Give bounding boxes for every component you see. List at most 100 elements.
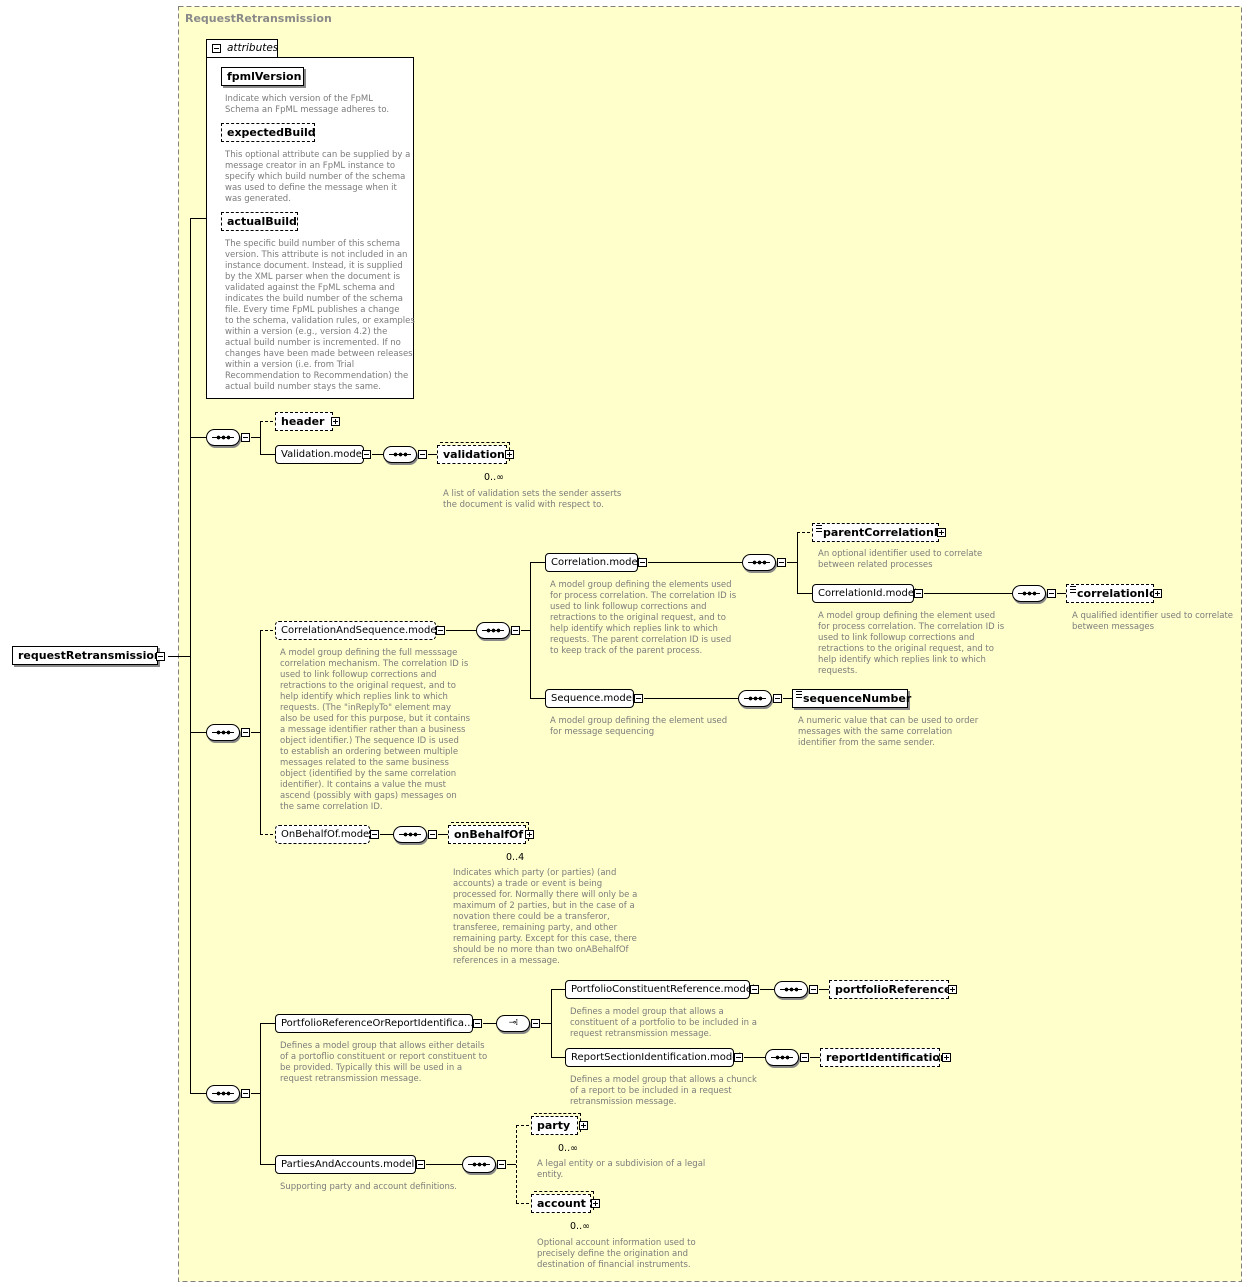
element-description: Optional account information used to pre… bbox=[537, 1238, 696, 1270]
element-description: A numeric value that can be used to orde… bbox=[798, 716, 979, 748]
expand-icon[interactable] bbox=[591, 1199, 600, 1208]
collapse-icon[interactable] bbox=[638, 558, 647, 567]
element-label: correlationId bbox=[1077, 587, 1157, 600]
choice-compositor-icon[interactable]: ⊸⁞ bbox=[496, 1015, 530, 1032]
expand-icon[interactable] bbox=[331, 417, 340, 426]
collapse-icon[interactable] bbox=[497, 1160, 506, 1169]
simple-type-icon bbox=[816, 525, 822, 532]
collapse-icon[interactable] bbox=[773, 694, 782, 703]
sequence-compositor[interactable] bbox=[393, 826, 427, 843]
root-element-request-retransmission[interactable]: requestRetransmission bbox=[12, 646, 162, 665]
element-header[interactable]: header bbox=[275, 412, 333, 431]
element-party[interactable]: party bbox=[531, 1113, 581, 1135]
occurrence-label: 0..∞ bbox=[570, 1221, 590, 1232]
collapse-icon[interactable] bbox=[750, 985, 759, 994]
collapse-icon[interactable] bbox=[777, 558, 786, 567]
collapse-icon[interactable] bbox=[473, 1019, 482, 1028]
attribute-fpml-version[interactable]: fpmlVersion bbox=[221, 67, 304, 86]
group-label: Correlation.model bbox=[551, 557, 641, 568]
sequence-compositor[interactable] bbox=[476, 622, 510, 639]
collapse-icon[interactable] bbox=[212, 44, 221, 53]
element-sequence-number[interactable]: sequenceNumber bbox=[792, 689, 912, 708]
occurrence-label: 0..∞ bbox=[558, 1143, 578, 1154]
collapse-icon[interactable] bbox=[370, 830, 379, 839]
element-label: sequenceNumber bbox=[803, 692, 912, 705]
element-description: A list of validation sets the sender ass… bbox=[443, 489, 622, 510]
element-label: reportIdentification bbox=[826, 1051, 948, 1064]
occurrence-label: 0..4 bbox=[506, 852, 525, 863]
collapse-icon[interactable] bbox=[418, 450, 427, 459]
element-label: header bbox=[281, 415, 325, 428]
attribute-label: expectedBuild bbox=[227, 126, 316, 139]
collapse-icon[interactable] bbox=[416, 1160, 425, 1169]
group-sequence-model[interactable]: Sequence.model bbox=[545, 689, 635, 708]
group-correlation-id-model[interactable]: CorrelationId.model bbox=[812, 584, 917, 603]
sequence-compositor[interactable] bbox=[738, 690, 772, 707]
sequence-compositor[interactable] bbox=[1012, 585, 1046, 602]
sequence-compositor[interactable] bbox=[765, 1049, 799, 1066]
collapse-icon[interactable] bbox=[914, 589, 923, 598]
element-label: party bbox=[537, 1119, 571, 1132]
element-validation[interactable]: validation bbox=[437, 442, 510, 464]
attribute-description: This optional attribute can be supplied … bbox=[225, 150, 411, 204]
collapse-icon[interactable] bbox=[241, 1089, 250, 1098]
group-label: PortfolioConstituentReference.model bbox=[571, 984, 755, 995]
group-correlation-model[interactable]: Correlation.model bbox=[545, 553, 641, 572]
group-correlation-and-sequence-model[interactable]: CorrelationAndSequence.model bbox=[275, 621, 439, 640]
attribute-actual-build[interactable]: actualBuild bbox=[221, 212, 298, 231]
element-description: A legal entity or a subdivision of a leg… bbox=[537, 1159, 706, 1180]
element-label: portfolioReference bbox=[835, 983, 952, 996]
sequence-compositor[interactable] bbox=[774, 981, 808, 998]
group-on-behalf-of-model[interactable]: OnBehalfOf.model bbox=[275, 825, 372, 844]
group-portfolio-constituent-reference-model[interactable]: PortfolioConstituentReference.model bbox=[565, 980, 755, 999]
element-report-identification[interactable]: reportIdentification bbox=[820, 1048, 948, 1067]
collapse-icon[interactable] bbox=[634, 694, 643, 703]
collapse-icon[interactable] bbox=[428, 830, 437, 839]
group-validation-model[interactable]: Validation.model bbox=[275, 445, 365, 464]
group-description: Defines a model group that allows a cons… bbox=[570, 1007, 757, 1039]
element-portfolio-reference[interactable]: portfolioReference bbox=[829, 980, 952, 999]
expand-icon[interactable] bbox=[948, 985, 957, 994]
group-portfolio-reference-or-report-identification-model[interactable]: PortfolioReferenceOrReportIdentifica... bbox=[275, 1014, 474, 1033]
element-description: Indicates which party (or parties) (and … bbox=[453, 868, 638, 966]
collapse-icon[interactable] bbox=[809, 985, 818, 994]
element-account[interactable]: account bbox=[531, 1191, 594, 1213]
collapse-icon[interactable] bbox=[511, 626, 520, 635]
collapse-icon[interactable] bbox=[800, 1053, 809, 1062]
attribute-expected-build[interactable]: expectedBuild bbox=[221, 123, 316, 142]
sequence-compositor[interactable] bbox=[206, 429, 240, 446]
sequence-compositor[interactable] bbox=[206, 724, 240, 741]
expand-icon[interactable] bbox=[525, 830, 534, 839]
element-label: validation bbox=[443, 448, 505, 461]
attribute-description: The specific build number of this schema… bbox=[225, 239, 415, 392]
collapse-icon[interactable] bbox=[362, 450, 371, 459]
collapse-icon[interactable] bbox=[156, 652, 165, 661]
group-parties-and-accounts-model[interactable]: PartiesAndAccounts.model bbox=[275, 1155, 416, 1174]
attribute-description: Indicate which version of the FpML Schem… bbox=[225, 94, 390, 115]
collapse-icon[interactable] bbox=[241, 433, 250, 442]
simple-type-icon bbox=[796, 691, 802, 698]
sequence-compositor[interactable] bbox=[383, 446, 417, 463]
expand-icon[interactable] bbox=[937, 528, 946, 537]
element-correlation-id[interactable]: correlationId bbox=[1066, 584, 1157, 603]
attributes-tab[interactable]: attributes bbox=[206, 39, 278, 58]
sequence-compositor[interactable] bbox=[206, 1085, 240, 1102]
group-label: Validation.model bbox=[281, 449, 365, 460]
element-on-behalf-of[interactable]: onBehalfOf bbox=[448, 822, 529, 844]
collapse-icon[interactable] bbox=[531, 1019, 540, 1028]
expand-icon[interactable] bbox=[505, 450, 514, 459]
collapse-icon[interactable] bbox=[734, 1053, 743, 1062]
collapse-icon[interactable] bbox=[1047, 589, 1056, 598]
collapse-icon[interactable] bbox=[436, 626, 445, 635]
group-report-section-identification-model[interactable]: ReportSectionIdentification.model bbox=[565, 1048, 741, 1067]
group-label: Sequence.model bbox=[551, 693, 635, 704]
expand-icon[interactable] bbox=[942, 1053, 951, 1062]
element-parent-correlation-id[interactable]: parentCorrelationId bbox=[812, 523, 946, 542]
sequence-compositor[interactable] bbox=[462, 1156, 496, 1173]
expand-icon[interactable] bbox=[579, 1121, 588, 1130]
sequence-compositor[interactable] bbox=[742, 554, 776, 571]
collapse-icon[interactable] bbox=[241, 728, 250, 737]
attributes-label: attributes bbox=[227, 42, 279, 54]
expand-icon[interactable] bbox=[1153, 589, 1162, 598]
